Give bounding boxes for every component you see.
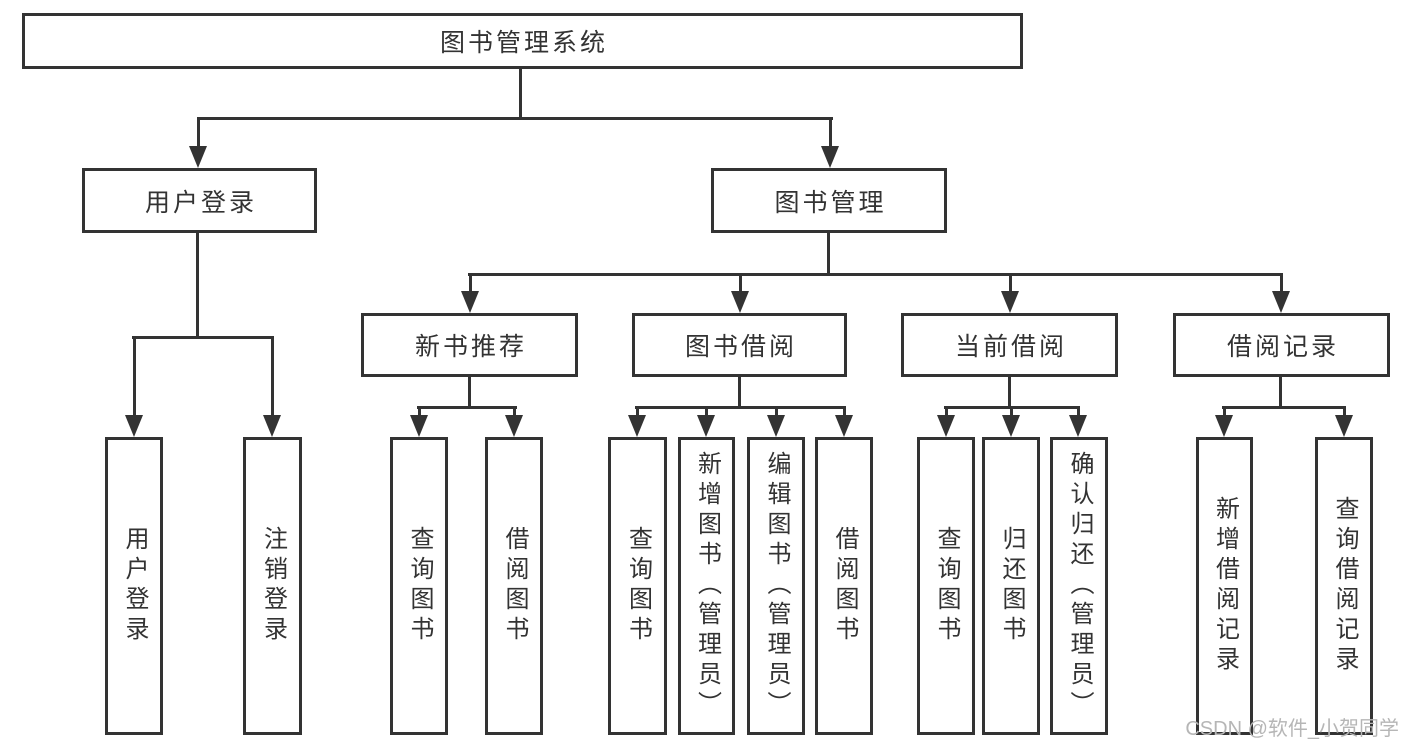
connector-arrow-stem [1010, 407, 1013, 419]
connector-arrow-stem [705, 407, 708, 419]
connector-line [827, 233, 830, 275]
node-label: 用户登录 [144, 188, 257, 217]
node-borrow-records: 借阅记录 [1173, 313, 1390, 377]
connector-arrow-stem [775, 407, 778, 419]
connector-arrowhead [1272, 291, 1290, 313]
node-label: 查询借阅记录 [1331, 496, 1358, 676]
node-leaf-edit-book: 编辑图书（管理员） [747, 437, 805, 735]
connector-arrowhead [1069, 415, 1087, 437]
node-label: 当前借阅 [954, 333, 1067, 361]
node-label: 新增图书（管理员） [693, 451, 721, 721]
connector-arrow-stem [1280, 274, 1283, 295]
csdn-watermark: CSDN @软件_小贺同学 [1185, 718, 1399, 740]
node-label: 新书推荐 [414, 333, 527, 361]
connector-arrowhead [1001, 291, 1019, 313]
node-label: 编辑图书（管理员） [763, 451, 790, 721]
connector-arrow-stem [636, 407, 639, 419]
connector-arrowhead [767, 415, 785, 437]
node-leaf-logout: 注销登录 [243, 437, 302, 735]
connector-arrowhead [1002, 415, 1020, 437]
connector-line [417, 406, 517, 409]
connector-arrowhead [263, 415, 281, 437]
node-new-book-rec: 新书推荐 [361, 313, 578, 377]
connector-arrow-stem [469, 274, 472, 295]
connector-line [197, 117, 833, 120]
node-label: 新增借阅记录 [1211, 496, 1239, 676]
node-label: 借阅图书 [501, 526, 528, 646]
connector-line [738, 377, 741, 409]
node-label: 查询图书 [624, 526, 652, 646]
connector-arrowhead [1335, 415, 1353, 437]
connector-arrow-stem [829, 117, 832, 150]
node-leaf-return-book: 归还图书 [982, 437, 1040, 735]
connector-arrow-stem [843, 407, 846, 419]
connector-line [1222, 406, 1346, 409]
connector-arrow-stem [739, 274, 742, 295]
connector-arrowhead [125, 415, 143, 437]
node-leaf-query-book-1: 查询图书 [390, 437, 448, 735]
node-leaf-query-borrow-record: 查询借阅记录 [1315, 437, 1373, 735]
node-root: 图书管理系统 [22, 13, 1023, 69]
node-leaf-confirm-return: 确认归还（管理员） [1050, 437, 1108, 735]
connector-arrowhead [189, 146, 207, 168]
connector-arrow-stem [513, 407, 516, 419]
node-label: 归还图书 [998, 526, 1025, 646]
node-book-borrow: 图书借阅 [632, 313, 847, 377]
connector-arrowhead [461, 291, 479, 313]
node-label: 图书借阅 [684, 333, 797, 361]
node-leaf-query-book-2: 查询图书 [608, 437, 667, 735]
connector-arrowhead [835, 415, 853, 437]
connector-arrowhead [731, 291, 749, 313]
connector-line [635, 406, 846, 409]
node-label: 确认归还（管理员） [1066, 451, 1093, 721]
node-label: 查询图书 [406, 526, 433, 646]
connector-arrow-stem [1009, 274, 1012, 295]
node-label: 借阅图书 [831, 526, 858, 646]
connector-line [1008, 377, 1011, 409]
connector-arrowhead [410, 415, 428, 437]
node-label: 图书管理系统 [439, 29, 608, 57]
node-leaf-borrow-book-2: 借阅图书 [815, 437, 873, 735]
connector-line [1279, 377, 1282, 409]
connector-arrowhead [821, 146, 839, 168]
connector-arrow-stem [1077, 407, 1080, 419]
connector-line [468, 377, 471, 409]
connector-arrow-stem [418, 407, 421, 419]
node-current-borrow: 当前借阅 [901, 313, 1118, 377]
connector-line [196, 233, 199, 339]
node-label: 用户登录 [121, 526, 148, 646]
connector-arrow-stem [197, 117, 200, 150]
node-book-mgmt: 图书管理 [711, 168, 947, 233]
connector-arrowhead [628, 415, 646, 437]
connector-arrow-stem [1223, 407, 1226, 419]
node-label: 图书管理 [774, 188, 887, 217]
connector-arrow-stem [945, 407, 948, 419]
node-leaf-add-borrow-record: 新增借阅记录 [1196, 437, 1253, 735]
connector-line [519, 69, 522, 119]
connector-arrow-stem [271, 337, 274, 419]
node-label: 借阅记录 [1226, 333, 1339, 361]
node-leaf-query-book-3: 查询图书 [917, 437, 975, 735]
node-leaf-add-book: 新增图书（管理员） [678, 437, 735, 735]
node-label: 注销登录 [259, 526, 287, 646]
connector-arrow-stem [1343, 407, 1346, 419]
connector-line [468, 273, 1283, 276]
connector-arrowhead [1215, 415, 1233, 437]
connector-arrowhead [937, 415, 955, 437]
connector-line [132, 336, 274, 339]
connector-arrow-stem [133, 337, 136, 419]
node-label: 查询图书 [933, 526, 960, 646]
connector-arrowhead [697, 415, 715, 437]
node-leaf-user-login: 用户登录 [105, 437, 163, 735]
connector-arrowhead [505, 415, 523, 437]
node-user-login: 用户登录 [82, 168, 317, 233]
node-leaf-borrow-book-1: 借阅图书 [485, 437, 543, 735]
